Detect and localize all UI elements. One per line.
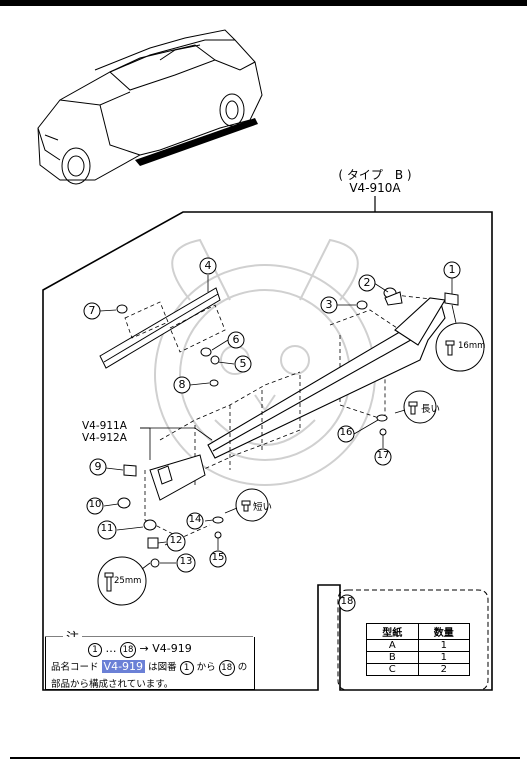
part-17-number: 17 <box>376 450 390 461</box>
part-6-number: 6 <box>232 333 240 346</box>
spec-cell: A <box>366 639 419 652</box>
note-line-3: 部品から構成されています。 <box>51 679 174 690</box>
long-label: 長い <box>421 404 441 415</box>
top-rule <box>0 0 527 6</box>
spec-table: 型紙 数量 A 1 B 1 C 2 <box>366 623 470 676</box>
watermark-emblem <box>154 238 376 486</box>
part-2-number: 2 <box>363 276 371 289</box>
detail-callouts <box>97 322 485 606</box>
table-row: C 2 <box>366 663 470 676</box>
part-14-number: 14 <box>188 514 202 525</box>
side-sill-highlight <box>135 118 258 166</box>
note-line2-prefix: 品名コード <box>51 662 99 673</box>
spec-cell: 1 <box>417 651 470 664</box>
note-line-2: 品名コード V4-919 は図番 1 から 18 の <box>51 659 247 676</box>
fasteners <box>116 287 459 568</box>
part-18-box <box>337 589 489 691</box>
note-line2-kara: から <box>196 662 216 673</box>
part-8-number: 8 <box>178 378 186 391</box>
note-range-to: 18 <box>120 642 136 658</box>
part-4-number: 4 <box>204 259 212 272</box>
leader-lines <box>99 275 453 564</box>
spec-cell: 2 <box>417 663 470 676</box>
part-4-molding <box>99 287 221 369</box>
part-13-number: 13 <box>179 556 193 567</box>
table-row: A 1 <box>366 639 470 652</box>
sub-assembly-left: V4-911A <box>82 420 127 432</box>
note-range-from: 1 <box>88 643 102 657</box>
car-illustration <box>37 29 263 185</box>
note-range-ellipsis: … <box>105 642 117 655</box>
type-label: ( タイプ B ) <box>338 168 412 182</box>
note-line2-from: 1 <box>179 661 194 675</box>
main-frame <box>42 211 493 691</box>
part-5-number: 5 <box>239 357 247 370</box>
part-10-number: 10 <box>88 499 102 510</box>
part-12-number: 12 <box>169 535 183 546</box>
spec-table-header-row: 型紙 数量 <box>366 623 470 640</box>
table-row: B 1 <box>366 651 470 664</box>
part-9-number: 9 <box>94 460 102 473</box>
bolt-16mm-label: 16mm <box>458 341 486 351</box>
spec-cell: C <box>366 663 419 676</box>
mud-flap-part <box>149 454 206 501</box>
spec-header-qty: 数量 <box>417 623 470 640</box>
part-16-number: 16 <box>339 427 353 438</box>
part-number-circles <box>83 257 461 612</box>
note-line2-mid: は図番 <box>148 662 177 673</box>
note-code-highlight: V4-919 <box>101 660 146 673</box>
part-7-number: 7 <box>88 304 96 317</box>
note-range-arrow: → V4-919 <box>139 642 192 655</box>
note-line2-to: 18 <box>218 660 235 676</box>
side-sill-part <box>207 297 446 459</box>
spec-cell: B <box>366 651 419 664</box>
bottom-rule <box>10 757 520 759</box>
detail-bolts <box>104 340 455 592</box>
assembly-number: V4-910A <box>349 181 401 195</box>
short-label: 短い <box>253 502 273 513</box>
spec-header-type: 型紙 <box>366 623 419 640</box>
part-11-number: 11 <box>100 523 114 534</box>
bolt-25mm-label: 25mm <box>114 576 142 586</box>
part-15-number: 15 <box>211 552 225 563</box>
part-4-dashed-box <box>124 301 226 353</box>
sub-assembly-right: V4-912A <box>82 432 127 444</box>
spec-cell: 1 <box>417 639 470 652</box>
note-line-1: 1 … 18 → V4-919 <box>88 642 192 658</box>
note-line2-suffix: の <box>237 662 248 673</box>
detail-leaders <box>141 304 457 570</box>
part-18-number: 18 <box>340 596 354 607</box>
part-3-number: 3 <box>325 298 333 311</box>
part-1-number: 1 <box>448 263 456 276</box>
